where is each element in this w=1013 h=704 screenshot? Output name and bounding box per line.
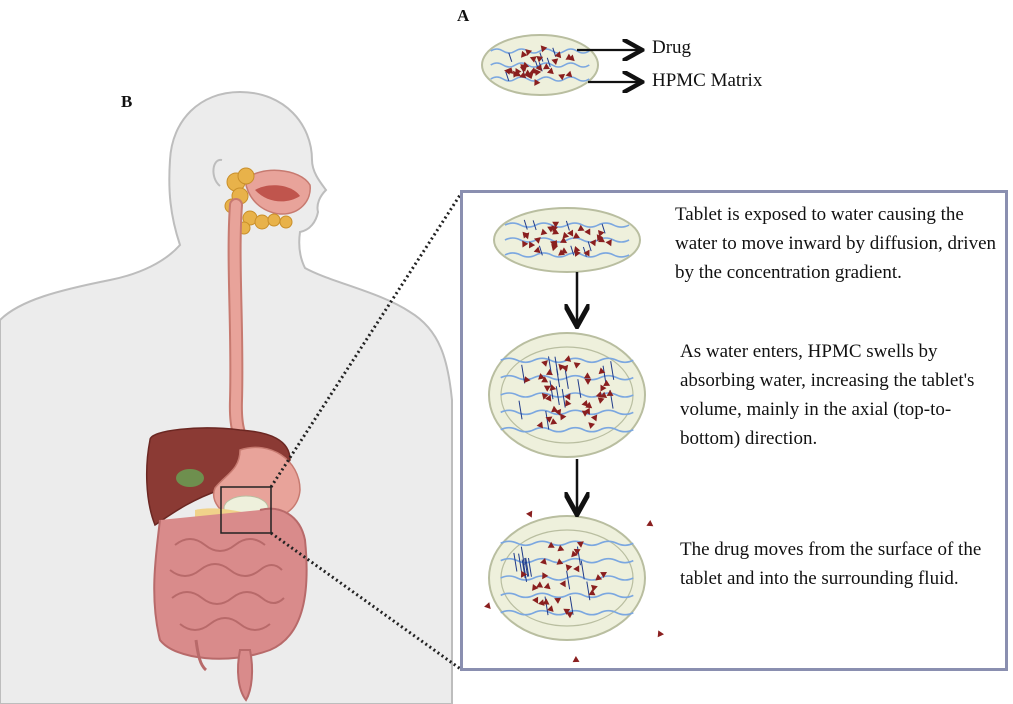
gallbladder [176, 469, 204, 487]
step-2-text: As water enters, HPMC swells by absorbin… [680, 337, 995, 453]
panel-label-a: A [457, 6, 469, 26]
step-3-text: The drug moves from the surface of the t… [680, 535, 1000, 593]
drug-label: Drug [652, 37, 691, 59]
step-1-text: Tablet is exposed to water causing the w… [675, 200, 1005, 287]
tablet-step-1 [494, 208, 640, 272]
drug-particle [573, 656, 580, 662]
drug-particle [526, 511, 532, 518]
tablet-step-2 [489, 333, 645, 457]
drug-particle [484, 602, 491, 609]
matrix-label: HPMC Matrix [652, 70, 762, 92]
tablet-step-3 [489, 516, 645, 640]
tablet-legend [482, 35, 598, 95]
human-body-illustration [0, 92, 452, 704]
drug-particle [658, 630, 664, 637]
drug-particle [646, 520, 653, 526]
panel-label-b: B [121, 92, 132, 112]
